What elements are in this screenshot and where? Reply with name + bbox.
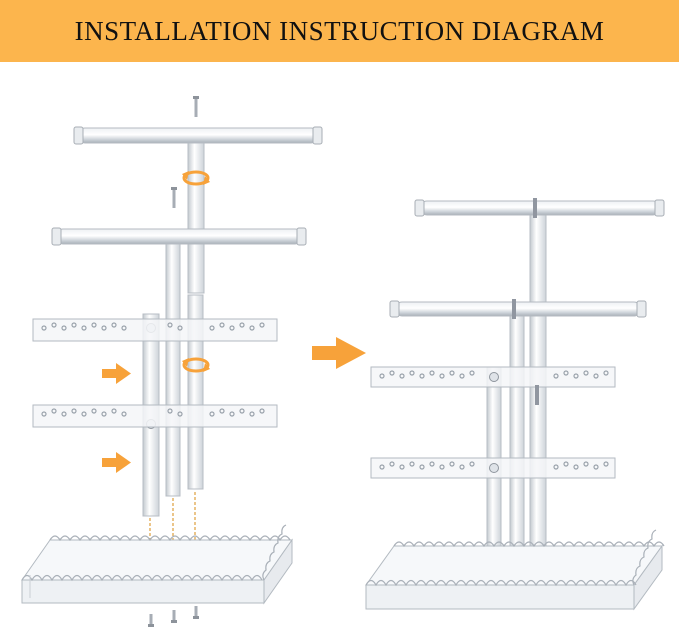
middle-pole — [509, 311, 525, 575]
screw-icon — [148, 614, 154, 627]
top-rod — [414, 198, 665, 218]
rotate-arrow-icon — [182, 170, 210, 186]
page-title: INSTALLATION INSTRUCTION DIAGRAM — [74, 15, 605, 46]
title-banner: INSTALLATION INSTRUCTION DIAGRAM — [0, 0, 679, 62]
lower-plate-holes — [41, 408, 265, 417]
orange-arrow-icon — [102, 452, 131, 473]
middle-rod — [389, 299, 647, 319]
exploded-view — [21, 96, 323, 627]
rotate-arrow-icon — [182, 357, 210, 373]
lower-pole — [165, 243, 181, 497]
lower-earring-plate — [370, 457, 616, 479]
screw-icon — [171, 187, 177, 208]
orange-arrow-icon — [102, 363, 131, 384]
lower-plate-holes — [379, 461, 609, 470]
center-pole — [187, 294, 204, 490]
assembled-view — [365, 198, 665, 611]
upper-plate-holes — [379, 370, 609, 379]
lower-earring-plate — [32, 404, 278, 428]
screw-icon — [193, 96, 199, 117]
middle-rod — [51, 227, 307, 246]
tray-base — [365, 529, 665, 611]
upper-earring-plate — [32, 318, 278, 342]
top-rod — [73, 126, 323, 145]
big-orange-arrow-icon — [312, 337, 366, 369]
upper-pole — [187, 142, 205, 294]
screw-icon — [171, 610, 177, 623]
tray-base — [21, 524, 293, 605]
upper-earring-plate — [370, 366, 616, 405]
upper-plate-holes — [41, 322, 265, 331]
screw-icon — [193, 606, 199, 619]
installation-diagram — [21, 96, 665, 627]
